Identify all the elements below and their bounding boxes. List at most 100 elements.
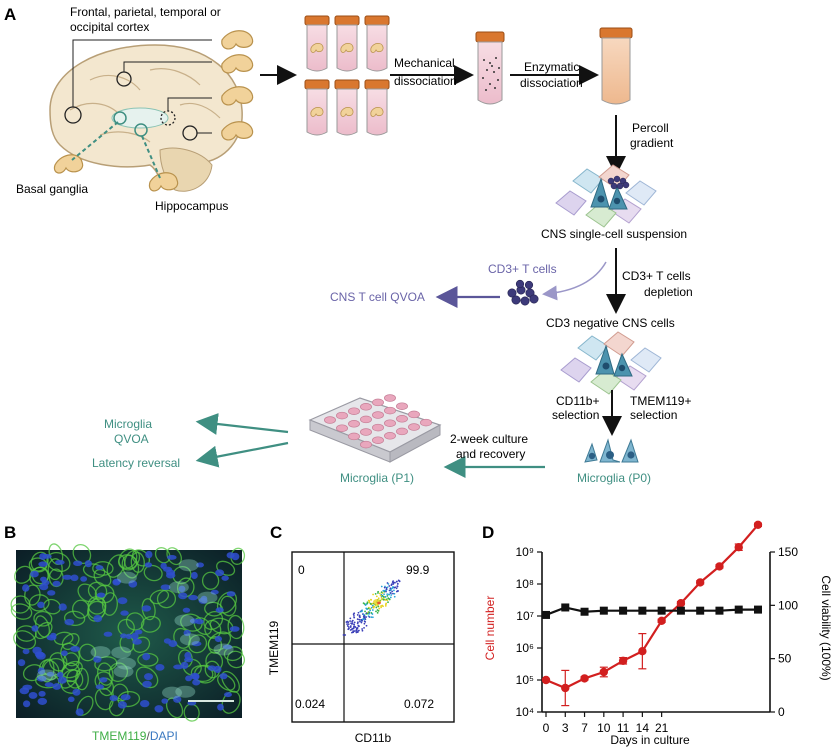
cd11b-selection-line1: CD11b+: [556, 394, 599, 408]
cell-viability-point: [657, 606, 666, 615]
cell-viability-point: [619, 606, 628, 615]
cd3-negative-cell-cluster: [560, 331, 662, 395]
well-plate: [308, 394, 442, 463]
cns-cell-cluster: [555, 164, 657, 228]
chart-ylabel-right: Cell viability (100%): [819, 575, 833, 680]
hippocampus-label: Hippocampus: [155, 199, 228, 213]
cell-number-point: [561, 683, 570, 693]
cell-viability-point: [638, 606, 647, 615]
cd3-t-cells-label: CD3+ T cells: [488, 262, 557, 276]
percoll-label-line1: Percoll: [632, 121, 669, 135]
flow-ylabel: TMEM119: [267, 620, 281, 675]
cell-number-line: [545, 524, 759, 690]
cortex-label-line2: occipital cortex: [70, 20, 149, 34]
mechanical-label-line1: Mechanical: [394, 56, 455, 70]
panel-letter-d: D: [482, 523, 494, 542]
cell-viability-point: [561, 603, 570, 612]
basal-ganglia-label: Basal ganglia: [16, 182, 88, 196]
panel-letter-c: C: [270, 523, 282, 542]
flow-xlabel: CD11b: [355, 731, 392, 745]
cell-viability-point: [542, 610, 550, 619]
chart-left-tick-label: 10⁹: [516, 545, 535, 559]
cell-number-point: [580, 674, 589, 683]
chart-left-tick-label: 10⁸: [516, 577, 534, 591]
chart-x-tick-label: 11: [617, 721, 630, 735]
cell-number-point: [599, 667, 609, 677]
panel-letter-a: A: [4, 5, 16, 24]
chart-x-tick-label: 21: [655, 721, 669, 735]
depletion-label-line2: depletion: [644, 285, 693, 299]
panel-d-chart: D Cell number Cell viability (100%) Days…: [482, 520, 833, 747]
cd11b-selection-line2: selection: [552, 408, 599, 422]
microglia-p0-label: Microglia (P0): [577, 471, 651, 485]
tmem119-selection-line2: selection: [630, 408, 677, 422]
cell-number-point: [638, 647, 647, 656]
flow-cytometry-plot: [291, 551, 455, 723]
quadrant-upper-left: 0: [298, 563, 305, 577]
cell-viability-point: [599, 606, 608, 615]
latency-reversal-label: Latency reversal: [92, 456, 180, 470]
panel-letter-b: B: [4, 523, 16, 542]
panel-c: C 0 99.9 0.024 0.072 TMEM119 CD11b: [267, 523, 455, 745]
chart-x-tick-label: 10: [597, 721, 611, 735]
chart-right-tick-label: 100: [778, 598, 798, 612]
cell-number-point: [753, 520, 763, 529]
cell-number-point: [695, 578, 705, 587]
enzymatic-label-line1: Enzymatic: [524, 60, 579, 74]
brain-illustration: [49, 44, 243, 192]
cell-viability-point: [715, 606, 724, 615]
chart-right-tick-label: 50: [778, 652, 792, 666]
cell-viability-point: [734, 605, 743, 614]
chart-left-tick-label: 10⁶: [516, 641, 534, 655]
cell-number-point: [715, 562, 724, 571]
cell-viability-point: [676, 606, 685, 615]
chart-x-tick-label: 3: [562, 721, 569, 735]
percoll-label-line2: gradient: [630, 136, 674, 150]
cns-t-cell-qvoa-label: CNS T cell QVOA: [330, 290, 425, 304]
cell-number-point: [618, 656, 628, 665]
culture-label-line1: 2-week culture: [450, 432, 528, 446]
tmem119-selection-line1: TMEM119+: [630, 394, 691, 408]
quadrant-lower-right: 0.072: [404, 697, 434, 711]
cortex-label-line1: Frontal, parietal, temporal or: [70, 5, 221, 19]
t-cell-cluster: [507, 279, 539, 306]
cell-viability-point: [696, 606, 705, 615]
chart-right-tick-label: 0: [778, 705, 785, 719]
quadrant-upper-right: 99.9: [406, 563, 430, 577]
chart-right-tick-label: 150: [778, 545, 798, 559]
chart-xlabel: Days in culture: [610, 733, 690, 747]
cell-viability-point: [754, 605, 762, 614]
microglia-qvoa-line1: Microglia: [104, 417, 152, 431]
microglia-p0-cells: [584, 438, 639, 463]
cell-number-point: [676, 599, 686, 608]
tmem119-dapi-micrograph: [10, 543, 246, 722]
chart-x-tick-label: 0: [543, 721, 550, 735]
chart-x-tick-label: 7: [581, 721, 588, 735]
chart-ylabel-left: Cell number: [483, 596, 497, 661]
panel-b: B TMEM119/DAPI: [4, 523, 246, 743]
culture-label-line2: and recovery: [456, 447, 525, 461]
cell-viability-point: [580, 607, 589, 616]
caption-tmem119: TMEM119: [92, 729, 147, 743]
mechanical-label-line2: dissociation: [394, 74, 457, 88]
microglia-qvoa-line2: QVOA: [114, 432, 149, 446]
depletion-label-line1: CD3+ T cells: [622, 269, 691, 283]
cell-number-point: [541, 675, 551, 685]
chart-left-tick-label: 10⁵: [516, 673, 534, 687]
chart-x-tick-label: 14: [636, 721, 650, 735]
cell-number-point: [657, 616, 666, 625]
cell-number-point: [734, 543, 743, 552]
tissue-pieces: [53, 30, 254, 192]
caption-sep: /: [146, 729, 150, 743]
chart-left-tick-label: 10⁴: [515, 705, 534, 719]
micrograph-caption: TMEM119/DAPI: [92, 729, 178, 743]
cell-viability-line: [545, 606, 758, 616]
enzymatic-label-line2: dissociation: [520, 76, 583, 90]
caption-dapi: DAPI: [150, 729, 178, 743]
panel-a: A Frontal, parietal, temporal or occipit…: [4, 5, 693, 485]
chart-left-tick-label: 10⁷: [516, 609, 534, 623]
cd3-negative-label: CD3 negative CNS cells: [546, 316, 675, 330]
enzymatic-tube: [599, 27, 633, 105]
quadrant-lower-left: 0.024: [295, 697, 325, 711]
microglia-p1-label: Microglia (P1): [340, 471, 414, 485]
